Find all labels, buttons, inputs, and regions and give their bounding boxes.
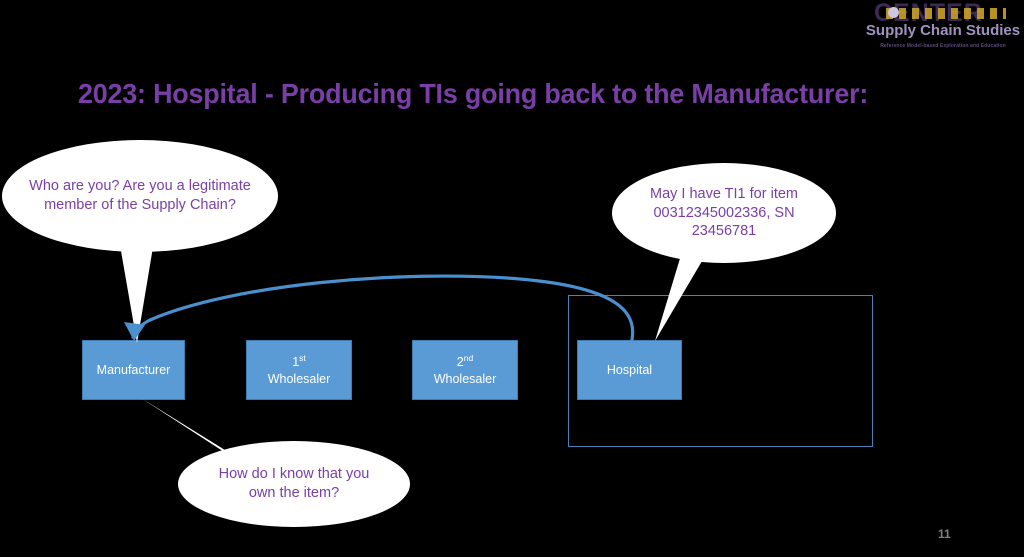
- node-manufacturer-label: Manufacturer: [96, 362, 171, 377]
- node-manufacturer[interactable]: Manufacturer: [82, 340, 185, 400]
- node-hospital-label: Hospital: [606, 362, 653, 377]
- node-wholesaler-1-label: 1st Wholesaler: [268, 353, 331, 388]
- page-number: 11: [938, 527, 951, 541]
- arrow-path: [131, 274, 635, 342]
- node-wholesaler-2-label: 2nd Wholesaler: [434, 353, 497, 388]
- slide-title: 2023: Hospital - Producing TIs going bac…: [78, 78, 869, 109]
- chain-link-icon: [886, 8, 1006, 19]
- ordinal-number: 1: [292, 354, 300, 369]
- center-for-supply-chain-studies-logo: CENTER Supply Chain Studies Reference Mo…: [862, 1, 1024, 57]
- callout-who-are-you: Who are you? Are you a legitimate member…: [2, 140, 278, 252]
- node-wholesaler-1[interactable]: 1st Wholesaler: [246, 340, 352, 400]
- logo-subtitle: Supply Chain Studies: [865, 22, 1021, 39]
- node-hospital[interactable]: Hospital: [577, 340, 682, 400]
- callout-who-are-you-text: Who are you? Are you a legitimate member…: [29, 178, 251, 213]
- chain-endpoint-icon: [888, 7, 899, 18]
- ordinal-suffix: nd: [463, 352, 474, 363]
- callout-request-ti1: May I have TI1 for item 00312345002336, …: [612, 163, 836, 263]
- hospital-boundary-rect: [568, 295, 873, 447]
- callout-how-do-i-know: How do I know that you own the item?: [178, 441, 410, 527]
- logo-tagline: Reference Model-based Exploration and Ed…: [880, 43, 1006, 49]
- callout-request-ti1-text: May I have TI1 for item 00312345002336, …: [649, 186, 798, 240]
- node-role: Wholesaler: [433, 371, 497, 386]
- node-role: Wholesaler: [267, 371, 331, 386]
- arrow-head-icon: [124, 322, 145, 341]
- ordinal-suffix: st: [299, 352, 306, 363]
- callout-how-do-i-know-text: How do I know that you own the item?: [218, 466, 370, 501]
- node-wholesaler-2[interactable]: 2nd Wholesaler: [412, 340, 518, 400]
- ordinal-number: 2: [456, 354, 464, 369]
